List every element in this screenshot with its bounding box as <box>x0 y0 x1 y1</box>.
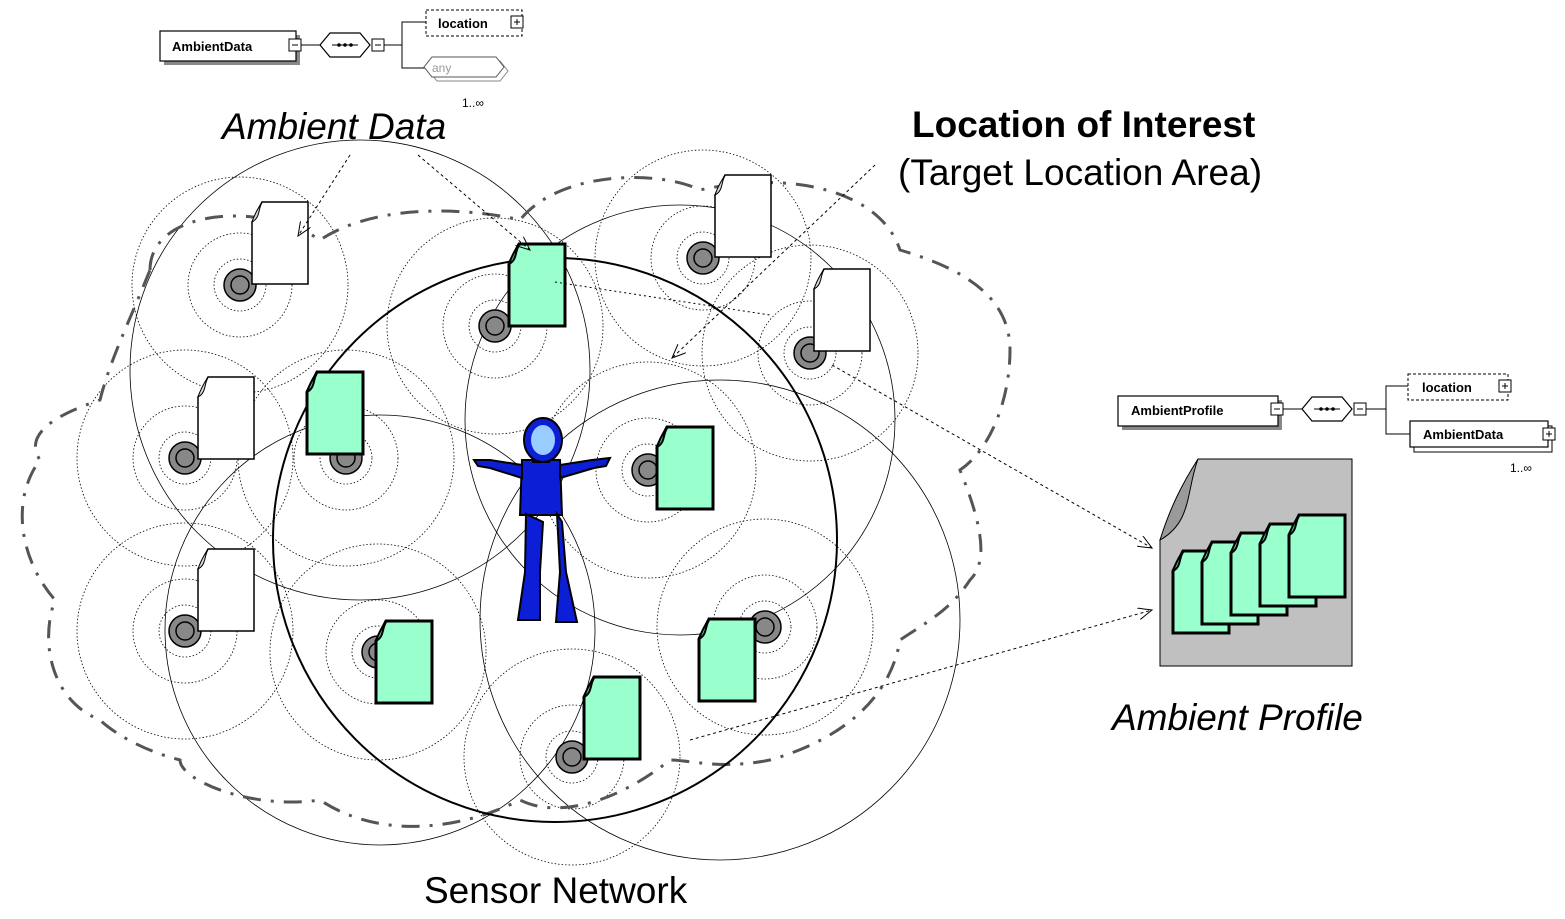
schema-child-any: any <box>432 61 451 75</box>
ambient-data-document-white <box>251 201 309 285</box>
ambient-data-document-white <box>813 268 871 352</box>
ambient-data-document-green <box>697 617 757 703</box>
schema-root-ambient-profile: AmbientProfile <box>1131 403 1223 418</box>
sensor-network-cloud-outline <box>20 176 1012 828</box>
ambient-data-document-green <box>305 370 365 456</box>
schema-root-ambient-data: AmbientData <box>172 39 253 54</box>
ambient-data-document-green <box>507 242 567 328</box>
schema-ambient-data: AmbientData location any 1..∞ <box>159 9 524 110</box>
ambient-data-label: Ambient Data <box>222 106 447 147</box>
ambient-profile-label: Ambient Profile <box>1112 697 1363 738</box>
ambient-data-document-green <box>582 675 642 761</box>
ambient-data-document-white <box>197 376 255 460</box>
sensor-node <box>168 441 202 475</box>
ambient-data-document-green <box>655 425 715 511</box>
schema-ambient-profile: AmbientProfile location AmbientData 1..∞ <box>1117 373 1556 475</box>
ambient-data-document-white <box>714 174 772 258</box>
schema-child-location: location <box>1422 380 1472 395</box>
stacked-ambient-data-document <box>1287 513 1347 599</box>
location-of-interest-label: Location of Interest <box>912 104 1256 145</box>
schema-cardinality: 1..∞ <box>1510 461 1532 475</box>
sensor-node <box>168 614 202 648</box>
annotation-arrows <box>298 154 1152 741</box>
sensor-node <box>478 309 512 343</box>
ambient-profile-document <box>1159 458 1353 667</box>
schema-child-ambient-data: AmbientData <box>1423 427 1504 442</box>
user-figure <box>472 417 612 623</box>
ambient-data-document-green <box>374 619 434 705</box>
target-location-area-label: (Target Location Area) <box>898 152 1263 193</box>
network-coverage-circles <box>129 139 961 861</box>
ambient-data-document-white <box>197 548 255 632</box>
schema-cardinality: 1..∞ <box>462 96 484 110</box>
sensor-node <box>223 268 257 302</box>
sensor-node <box>686 241 720 275</box>
sensor-network-label: Sensor Network <box>424 870 688 911</box>
schema-child-location: location <box>438 16 488 31</box>
location-of-interest-circle <box>272 257 838 823</box>
